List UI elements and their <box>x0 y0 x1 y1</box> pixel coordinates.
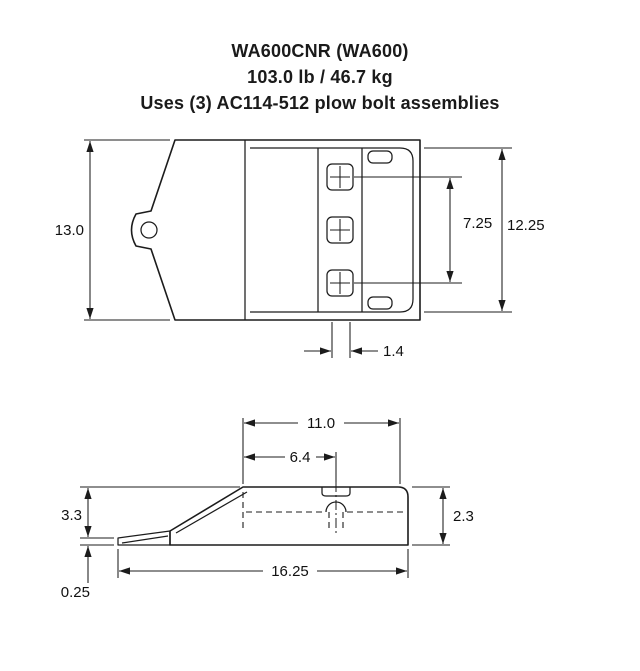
side-view: 11.0 6.4 3.3 0.25 <box>61 415 474 601</box>
dimension-shim-thickness: 0.25 <box>61 544 114 601</box>
plate-inner-contour <box>250 147 414 313</box>
drawing-canvas: 13.0 7.25 12.25 1.4 <box>55 139 545 601</box>
dim-1-4-label: 1.4 <box>383 343 404 360</box>
bolt-hole-middle <box>326 216 354 244</box>
top-slot <box>367 150 393 164</box>
dimension-overall-height: 13.0 <box>55 139 170 321</box>
side-view-outline <box>169 486 409 546</box>
dimension-nose-height: 3.3 <box>61 486 240 539</box>
part-model-title: WA600CNR (WA600) <box>231 41 409 61</box>
dimension-overall-length: 16.25 <box>117 549 409 580</box>
bolt-hole-bottom <box>326 269 354 297</box>
shim-plate-edge <box>121 535 169 544</box>
part-weight-text: 103.0 lb / 46.7 kg <box>247 67 393 87</box>
front-view: 13.0 7.25 12.25 1.4 <box>55 139 545 360</box>
dimension-rear-height: 2.3 <box>412 486 474 546</box>
dim-7-25-label: 7.25 <box>463 215 492 232</box>
bolt-assembly-note: Uses (3) AC114-512 plow bolt assemblies <box>140 93 500 113</box>
dim-11-0-label: 11.0 <box>307 415 335 432</box>
dim-2-3-label: 2.3 <box>453 508 474 525</box>
eye-hole <box>140 221 158 239</box>
dim-13-0-label: 13.0 <box>55 222 84 239</box>
dimension-top-width: 11.0 <box>242 415 401 484</box>
top-recess-notch <box>321 487 351 497</box>
dim-12-25-label: 12.25 <box>507 217 545 234</box>
dim-6-4-label: 6.4 <box>290 449 311 466</box>
bottom-slot <box>367 296 393 310</box>
wedge-face-line <box>175 491 248 534</box>
dimension-edge-offset: 1.4 <box>304 322 404 360</box>
bolt-hole-top <box>326 163 354 191</box>
dim-0-25-label: 0.25 <box>61 584 90 601</box>
dimension-bolt-spacing: 7.25 <box>354 176 492 284</box>
dim-3-3-label: 3.3 <box>61 507 82 524</box>
front-view-outline <box>130 139 421 321</box>
dimension-bolt-position: 6.4 <box>244 449 337 482</box>
dimension-plate-height: 12.25 <box>424 147 545 313</box>
shim-plate <box>117 530 171 546</box>
title-block: WA600CNR (WA600) 103.0 lb / 46.7 kg Uses… <box>0 38 640 116</box>
dim-16-25-label: 16.25 <box>271 563 309 580</box>
